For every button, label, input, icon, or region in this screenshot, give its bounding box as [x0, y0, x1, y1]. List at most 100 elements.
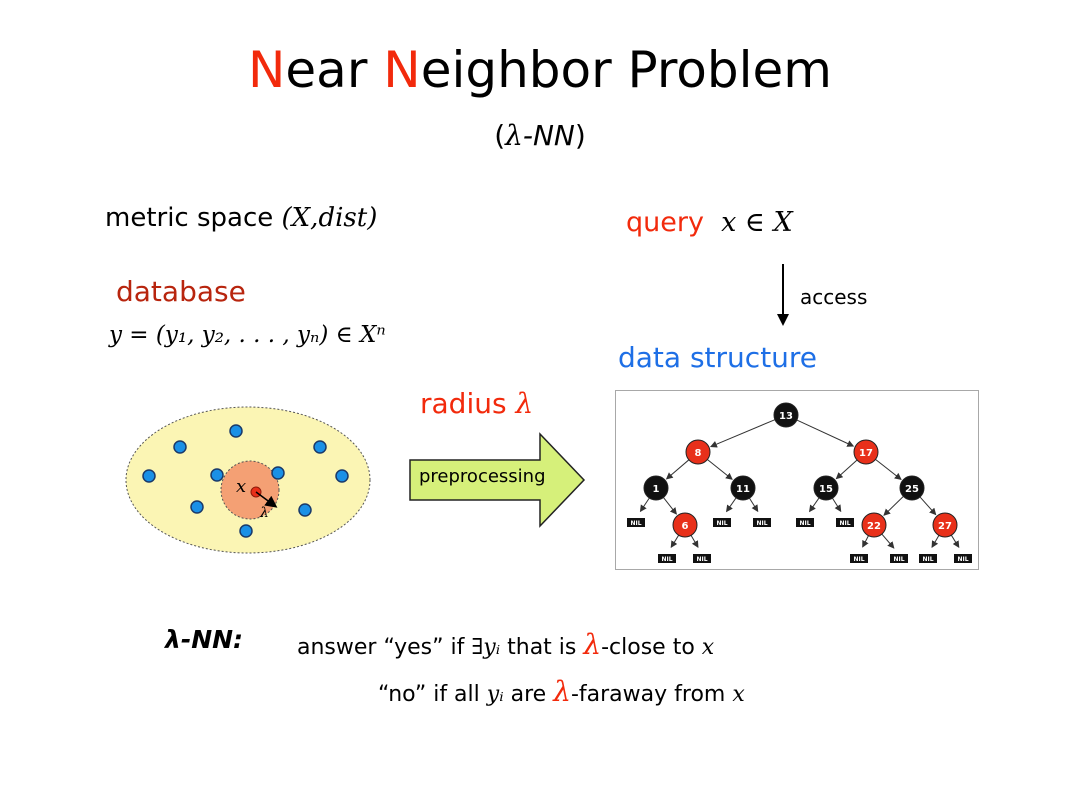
- data-point: [313, 440, 327, 454]
- radius-text: radius: [420, 387, 516, 420]
- center-x-label: x: [236, 476, 246, 497]
- tree-node: 6: [672, 512, 698, 538]
- data-point: [239, 524, 253, 538]
- tree-edge: [875, 459, 902, 480]
- tree-nil-label: NIL: [716, 520, 727, 527]
- tree-edge: [950, 534, 960, 549]
- definition-yes-line: answer “yes” if ∃yᵢ that is λ-close to x: [297, 628, 715, 661]
- query-math: x ∈ X: [721, 207, 793, 238]
- data-point: [229, 424, 243, 438]
- tree-node-label: 22: [867, 521, 881, 532]
- query-label: query x ∈ X: [626, 207, 793, 238]
- tree-nil-leaf: NIL: [954, 554, 972, 563]
- radius-arrow-icon: [255, 491, 278, 508]
- definition-no-line: “no” if all yᵢ are λ-faraway from x: [378, 675, 745, 708]
- tree-nil-label: NIL: [893, 556, 904, 563]
- slide-subtitle: (λ-NN): [0, 118, 1080, 154]
- data-point: [298, 503, 312, 517]
- access-arrow-icon: [777, 264, 789, 326]
- tree-edge: [796, 419, 855, 447]
- tree-node: 17: [853, 439, 879, 465]
- tree-node-label: 27: [938, 521, 952, 532]
- tree-edge: [726, 497, 737, 513]
- tree-edge: [748, 497, 759, 513]
- subtitle-nn: -NN: [522, 119, 575, 152]
- center-lambda-label: λ: [259, 505, 269, 521]
- title-part: eighbor Problem: [420, 41, 832, 99]
- tree-node: 1: [643, 475, 669, 501]
- tree-nil-leaf: NIL: [796, 518, 814, 527]
- tree-nil-leaf: NIL: [919, 554, 937, 563]
- tree-nil-label: NIL: [853, 556, 864, 563]
- tree-node-label: 8: [695, 448, 702, 459]
- tree-edge: [831, 497, 842, 513]
- tree-nil-leaf: NIL: [693, 554, 711, 563]
- radius-symbol: λ: [515, 387, 534, 420]
- tree-node: 11: [730, 475, 756, 501]
- query-ball: [220, 460, 280, 520]
- preprocessing-label: preprocessing: [419, 466, 546, 487]
- tree-node-label: 1: [653, 484, 660, 495]
- tree-edge: [670, 534, 680, 549]
- radius-label: radius λ: [420, 387, 533, 420]
- tree-edge: [862, 535, 869, 548]
- tree-nil-label: NIL: [630, 520, 641, 527]
- slide-title: Near Neighbor Problem: [0, 40, 1080, 100]
- tree-node: 22: [861, 512, 887, 538]
- tree-nil-label: NIL: [696, 556, 707, 563]
- tree-node-label: 11: [736, 484, 750, 495]
- tree-node-label: 13: [779, 411, 793, 422]
- tree-edge: [665, 459, 690, 480]
- metric-space-label: metric space (X,dist): [105, 203, 377, 233]
- tree-nil-label: NIL: [756, 520, 767, 527]
- tree-node: 15: [813, 475, 839, 501]
- data-point: [335, 469, 349, 483]
- data-point: [173, 440, 187, 454]
- tree-node: 27: [932, 512, 958, 538]
- tree-edge: [809, 497, 820, 513]
- tree-nil-label: NIL: [799, 520, 810, 527]
- tree-nil-label: NIL: [922, 556, 933, 563]
- title-part: N: [383, 41, 421, 99]
- tree-edge: [931, 535, 940, 548]
- query-text: query: [626, 207, 704, 238]
- metric-space-text: metric space: [105, 203, 282, 233]
- tree-nil-label: NIL: [661, 556, 672, 563]
- database-point-cloud: x λ: [125, 406, 371, 554]
- data-point: [271, 466, 285, 480]
- tree-node: 8: [685, 439, 711, 465]
- tree-edge: [835, 459, 858, 480]
- tree-edge: [881, 533, 895, 549]
- tree-edge: [707, 459, 733, 480]
- tree-nil-leaf: NIL: [658, 554, 676, 563]
- definition-label: λ-NN:: [165, 625, 244, 654]
- tree-nil-leaf: NIL: [850, 554, 868, 563]
- metric-space-math: (X,dist): [281, 203, 378, 233]
- tree-nil-leaf: NIL: [753, 518, 771, 527]
- preprocessing-arrow-icon: [409, 432, 586, 528]
- tree-nil-label: NIL: [839, 520, 850, 527]
- tree-edge: [663, 497, 677, 515]
- tree-edge: [883, 496, 904, 516]
- tree-node-label: 25: [905, 484, 919, 495]
- subtitle-close-paren: ): [574, 119, 586, 152]
- tree-nil-label: NIL: [957, 556, 968, 563]
- tree-edge: [919, 496, 937, 516]
- tree-node-label: 17: [859, 448, 873, 459]
- data-structure-label: data structure: [618, 341, 818, 374]
- data-point: [190, 500, 204, 514]
- tree-nil-leaf: NIL: [627, 518, 645, 527]
- data-point: [142, 469, 156, 483]
- title-part: ear: [285, 41, 384, 99]
- access-label: access: [800, 285, 868, 309]
- data-point: [210, 468, 224, 482]
- tree-node-label: 15: [819, 484, 833, 495]
- tree-edge: [639, 497, 650, 513]
- tree-nil-leaf: NIL: [836, 518, 854, 527]
- tree-node: 25: [899, 475, 925, 501]
- subtitle-open-paren: (: [494, 119, 506, 152]
- database-formula: y = (y₁, y₂, . . . , yₙ) ∈ Xⁿ: [109, 322, 386, 348]
- tree-edge: [690, 535, 699, 548]
